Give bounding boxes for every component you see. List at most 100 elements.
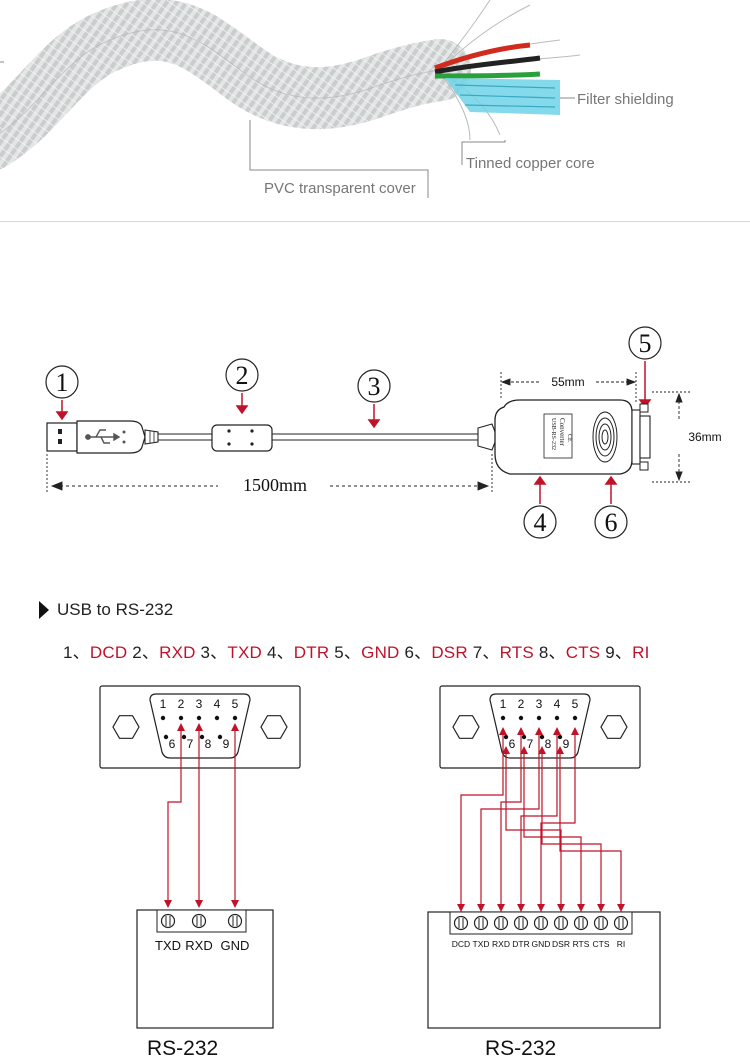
db9-pin-label: 6 [509, 737, 516, 751]
db9-pin [178, 715, 184, 721]
db9-pin [232, 715, 238, 721]
terminal-screw-icon [227, 913, 243, 929]
db9-pin [503, 734, 509, 740]
db9-pin-label: 9 [563, 737, 570, 751]
db9-pin-label: 4 [214, 697, 221, 711]
db9-pin [500, 715, 506, 721]
db9-pin [163, 734, 169, 740]
terminal-label: TXD [473, 939, 490, 949]
wiring-right [457, 727, 625, 912]
callout-5: 5 [628, 326, 662, 360]
db9-pin-label: 2 [518, 697, 525, 711]
svg-text:1: 1 [56, 368, 69, 397]
db9-pin-label: 7 [527, 737, 534, 751]
terminal-screw-icon [513, 915, 529, 931]
signal-wire [167, 725, 182, 902]
wiring-left [164, 723, 239, 908]
signal-wire [505, 748, 562, 906]
wire-black [434, 55, 541, 75]
terminal-label: GND [532, 939, 551, 949]
wire-red [434, 42, 531, 71]
pin-signal: CTS [565, 643, 601, 662]
terminal-screw-icon [453, 915, 469, 931]
db9-pin [518, 715, 524, 721]
pinout-title: USB to RS-232 [57, 600, 174, 619]
db9-pin-label: 5 [232, 697, 239, 711]
signal-wire [541, 748, 602, 906]
db9-pin [199, 734, 205, 740]
db9-pin [554, 715, 560, 721]
terminal-label: RTS [573, 939, 590, 949]
pin-signal: RI [632, 643, 650, 662]
callout-4: 4 [523, 505, 557, 539]
db9-pin [572, 715, 578, 721]
rs232-caption-left: RS-232 [147, 1037, 219, 1060]
db9-pin-label: 3 [196, 697, 203, 711]
signal-wire [523, 748, 582, 906]
svg-text:2: 2 [236, 361, 249, 390]
svg-text:6: 6 [605, 508, 618, 537]
pin-number: 5、 [334, 643, 362, 662]
signal-wire [540, 729, 576, 906]
ferrite-bead [211, 424, 273, 452]
terminal-label: GND [221, 938, 250, 953]
play-triangle-icon [39, 601, 49, 619]
db9-pin-label: 8 [205, 737, 212, 751]
callout-3: 3 [357, 369, 391, 403]
terminal-screw-icon [533, 915, 549, 931]
svg-text:3: 3 [368, 372, 381, 401]
pin-number: 1、 [63, 643, 90, 662]
db9-pin-label: 5 [572, 697, 579, 711]
pin-signal: DCD [89, 643, 128, 662]
pin-number: 3、 [200, 643, 228, 662]
width-label: 55mm [551, 375, 584, 389]
screw-icon [260, 715, 288, 739]
pinout-header: USB to RS-232 [39, 600, 173, 620]
usb-cable [157, 433, 479, 441]
terminal-label: RI [617, 939, 626, 949]
callout-1: 1 [45, 365, 79, 399]
signal-wire [460, 729, 504, 906]
braided-cable [0, 0, 471, 170]
db9-pin [214, 715, 220, 721]
terminal-label: DSR [552, 939, 570, 949]
wire-green [434, 71, 541, 79]
filter-shielding-label: Filter shielding [577, 91, 674, 108]
svg-text:Converter: Converter [558, 418, 566, 447]
terminal-screw-icon [160, 913, 176, 929]
terminal-screw-icon [613, 915, 629, 931]
terminal-label: RXD [492, 939, 510, 949]
db9-pin [196, 715, 202, 721]
db9-pin [539, 734, 545, 740]
pin-signal: DTR [293, 643, 330, 662]
screw-icon [452, 715, 480, 739]
screw-icon [600, 715, 628, 739]
db9-pin-label: 9 [223, 737, 230, 751]
width-dimension [500, 372, 637, 402]
pin-signal: RTS [499, 643, 534, 662]
length-dimension [46, 454, 493, 494]
height-label: 36mm [688, 430, 721, 444]
db9-pin [160, 715, 166, 721]
svg-text:5: 5 [639, 329, 652, 358]
svg-text:USB-RS-232: USB-RS-232 [550, 418, 556, 450]
dimension-diagram: 1 2 3 4 5 6 [45, 326, 722, 539]
terminal-screw-icon [473, 915, 489, 931]
terminal-screw-icon [493, 915, 509, 931]
callout-6: 6 [594, 505, 628, 539]
terminal-screw-icon [191, 913, 207, 929]
db9-pin-label: 2 [178, 697, 185, 711]
db9-pin-label: 4 [554, 697, 561, 711]
db9-pin-label: 1 [160, 697, 167, 711]
pin-number: 4、 [266, 643, 294, 662]
terminal-label: DCD [452, 939, 470, 949]
section-divider [0, 221, 750, 222]
terminal-screw-icon [553, 915, 569, 931]
svg-text:CE: CE [566, 434, 572, 442]
length-label: 1500mm [243, 475, 307, 495]
height-dimension [652, 391, 692, 483]
